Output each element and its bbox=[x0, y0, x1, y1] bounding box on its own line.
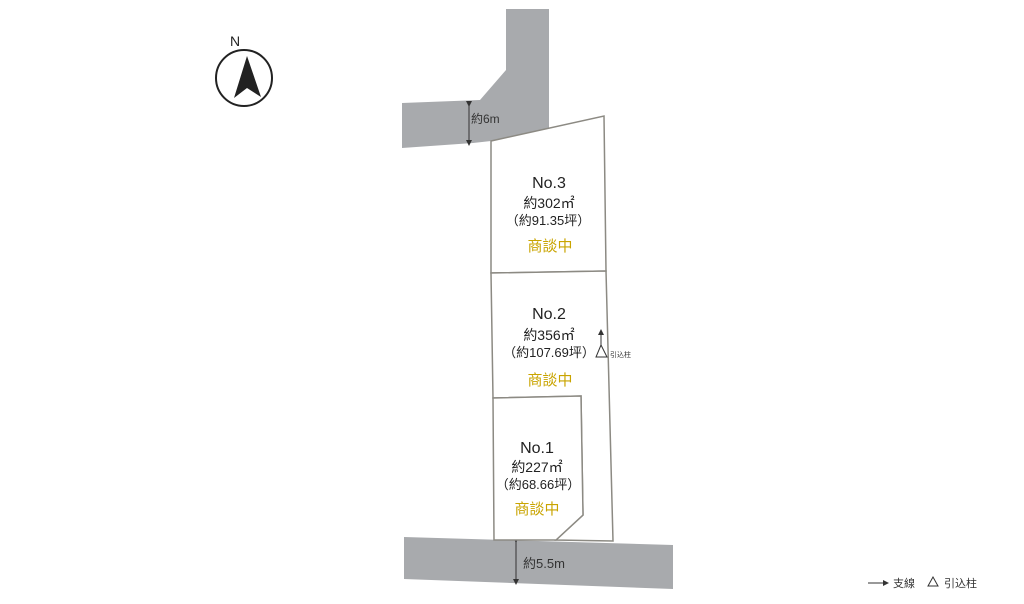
lot-1-boundary[interactable] bbox=[492, 395, 584, 541]
lot-3-number: No.3 bbox=[532, 175, 566, 192]
pole-note: 引込柱 bbox=[610, 350, 631, 359]
lot-2-tsubo: （約107.69坪） bbox=[503, 345, 595, 360]
compass-circle bbox=[215, 49, 273, 107]
legend-label-pole: 引込柱 bbox=[944, 576, 977, 590]
lot-3-tsubo: （約91.35坪） bbox=[506, 213, 591, 228]
north-road-dimension: 約6m bbox=[466, 101, 500, 146]
triangle-icon bbox=[927, 575, 939, 587]
legend: 支線 引込柱 bbox=[868, 575, 977, 590]
lot-1-tsubo: （約68.66坪） bbox=[496, 477, 581, 492]
lot-3-area: 約302㎡ bbox=[523, 195, 574, 211]
north-arrow-icon bbox=[234, 56, 261, 98]
lot-2-labels: No.2 約356㎡ （約107.69坪） 商談中 bbox=[503, 306, 595, 389]
compass: N bbox=[215, 33, 273, 107]
lot-2-area: 約356㎡ bbox=[523, 327, 574, 343]
legend-label-guy-wire: 支線 bbox=[893, 576, 915, 590]
south-road-dimension: 約5.5m bbox=[513, 537, 565, 585]
lot-1-number: No.1 bbox=[520, 440, 554, 457]
compass-north-label: N bbox=[230, 33, 240, 49]
lot-1-status: 商談中 bbox=[514, 501, 559, 518]
lot-2-number: No.2 bbox=[532, 306, 566, 323]
lot-2-status: 商談中 bbox=[527, 372, 572, 389]
lot-3-status: 商談中 bbox=[527, 238, 572, 255]
utility-pole-marker: 引込柱 bbox=[595, 329, 631, 359]
lot-1-labels: No.1 約227㎡ （約68.66坪） 商談中 bbox=[496, 440, 581, 518]
north-road bbox=[402, 9, 549, 148]
lot-1-area: 約227㎡ bbox=[511, 459, 562, 475]
south-road-width: 約5.5m bbox=[523, 556, 565, 571]
pole-triangle-icon bbox=[595, 343, 608, 358]
south-road bbox=[404, 537, 673, 589]
lot-3-labels: No.3 約302㎡ （約91.35坪） 商談中 bbox=[506, 175, 591, 255]
north-road-width: 約6m bbox=[471, 111, 500, 126]
